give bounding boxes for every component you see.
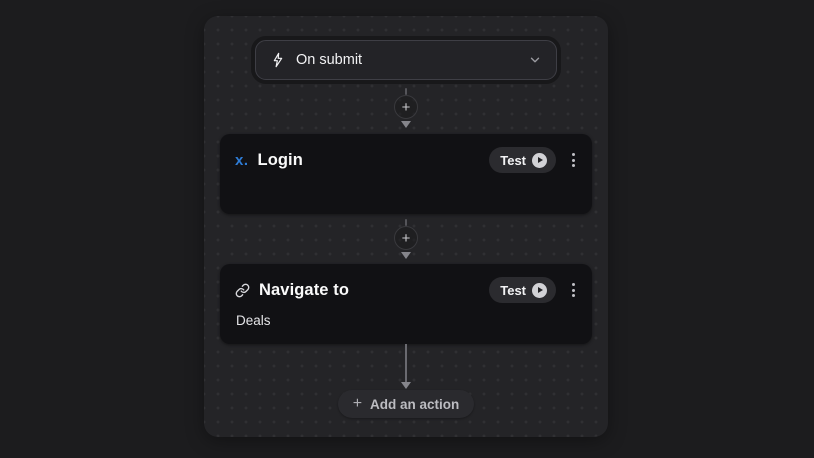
card-title: Navigate to bbox=[259, 280, 350, 299]
add-step-button-1[interactable]: + bbox=[394, 95, 418, 119]
connector-dash bbox=[405, 88, 407, 95]
add-action-label: Add an action bbox=[370, 396, 460, 412]
kebab-menu-icon[interactable] bbox=[569, 279, 578, 301]
plus-icon: + bbox=[352, 395, 363, 412]
connector-line bbox=[405, 344, 407, 382]
card-title: Login bbox=[257, 150, 303, 169]
action-card-login[interactable]: x. Login Test bbox=[220, 134, 592, 214]
trigger-on-submit[interactable]: On submit bbox=[255, 40, 557, 80]
test-button[interactable]: Test bbox=[489, 147, 556, 173]
play-icon bbox=[532, 282, 547, 298]
arrow-down-icon bbox=[401, 382, 411, 389]
test-button-label: Test bbox=[500, 282, 526, 298]
trigger-halo: On submit bbox=[251, 36, 561, 84]
card-subtitle: Deals bbox=[236, 313, 271, 328]
add-step-button-2[interactable]: + bbox=[394, 226, 418, 250]
workflow-flow: On submit + x. Login Test bbox=[204, 16, 608, 437]
kebab-menu-icon[interactable] bbox=[569, 149, 578, 171]
add-action-button[interactable]: + Add an action bbox=[337, 390, 475, 418]
workflow-canvas[interactable]: On submit + x. Login Test bbox=[204, 16, 608, 437]
play-icon bbox=[532, 152, 547, 168]
arrow-down-icon bbox=[401, 121, 411, 128]
trigger-label: On submit bbox=[296, 52, 363, 68]
arrow-down-icon bbox=[401, 252, 411, 259]
test-button-label: Test bbox=[500, 152, 526, 168]
lightning-icon bbox=[270, 52, 286, 68]
test-button[interactable]: Test bbox=[489, 277, 556, 303]
connector-dash bbox=[405, 219, 407, 226]
action-card-navigate-to[interactable]: Navigate to Test Deals bbox=[220, 264, 592, 344]
chevron-down-icon bbox=[528, 53, 542, 67]
x-logo-icon: x. bbox=[235, 151, 249, 169]
link-icon bbox=[235, 283, 250, 298]
